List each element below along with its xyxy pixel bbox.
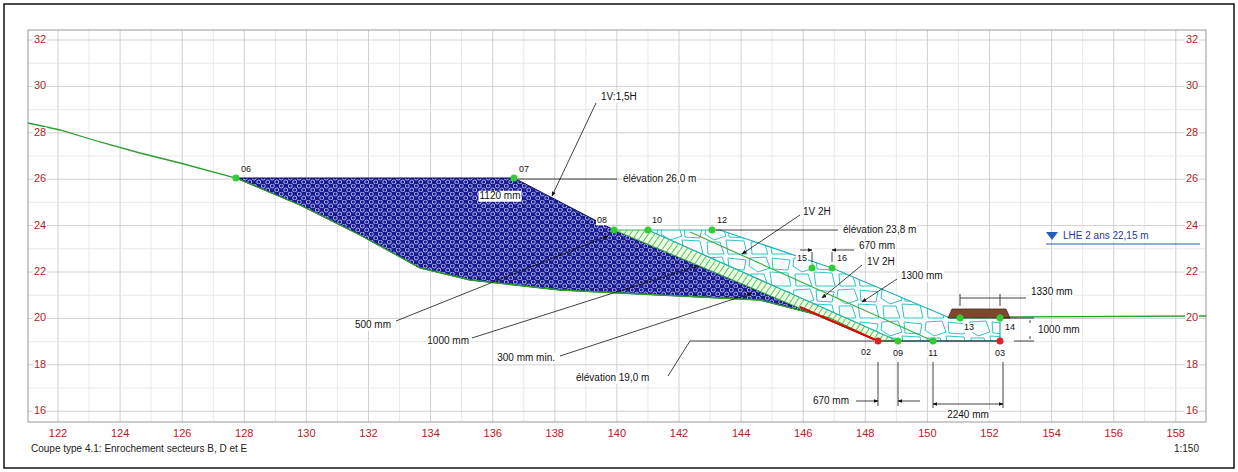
axis-value: 24 [1185,220,1199,232]
axis-value: 142 [669,428,689,440]
axis-value: 16 [33,405,47,417]
plot-frame [28,30,1206,422]
annotation-lines [396,103,1034,408]
elevation-note: élévation 26,0 m [622,174,697,185]
axis-value: 144 [731,428,751,440]
axis-value: 24 [33,220,47,232]
axis-value: 32 [1185,34,1199,46]
stone-layer [648,230,1000,341]
sheet-border [4,4,1234,468]
axis-value: 20 [33,313,47,325]
point-number: 14 [1004,323,1016,332]
point-number: 06 [240,165,252,174]
axis-value: 154 [1041,428,1061,440]
ground-line [1010,316,1206,317]
axis-value: 22 [1185,266,1199,278]
survey-points [233,175,1004,345]
axis-value: 128 [234,428,254,440]
axis-value: 26 [1185,173,1199,185]
axis-value: 126 [172,428,192,440]
axis-value: 132 [358,428,378,440]
axis-value: 152 [979,428,999,440]
water-level-line [1046,244,1200,245]
slope-note: 1V 2H [802,207,832,218]
axis-value: 20 [1185,313,1199,325]
axis-value: 124 [110,428,130,440]
drawing-caption: Coupe type 4.1: Enrochement secteurs B, … [30,444,248,455]
slope-note: 1V 2H [866,257,896,268]
axis-value: 134 [420,428,440,440]
dimension: 2240 mm [946,410,990,421]
dimension: 670 mm [858,241,896,252]
axis-value: 18 [1185,359,1199,371]
slope-note: 1V:1,5H [600,92,638,103]
elevation-note: élévation 23,8 m [842,225,917,236]
dimension: 1330 mm [1030,287,1074,298]
point-number: 12 [716,216,728,225]
dimension: 300 mm min. [496,353,556,364]
dimension: 1000 mm [426,336,470,347]
dimension: 1300 mm [900,271,944,282]
point-number: 16 [836,254,848,263]
point-number: 03 [994,349,1006,358]
water-level-note: LHE 2 ans 22,15 m [1062,231,1150,242]
axis-value: 30 [33,81,47,93]
grid [28,30,1206,422]
point-number: 13 [963,323,975,332]
geotextile-line [800,307,878,341]
axis-value: 148 [855,428,875,440]
axis-value: 140 [607,428,627,440]
axis-value: 28 [1185,127,1199,139]
point-number: 07 [518,165,530,174]
axis-value: 130 [296,428,316,440]
axis-value: 28 [33,127,47,139]
dimension: 1000 mm [1037,325,1081,336]
axis-value: 18 [33,359,47,371]
point-number: 08 [596,216,608,225]
axis-value: 138 [545,428,565,440]
axis-value: 30 [1185,81,1199,93]
scale-note: 1:150 [1173,444,1200,455]
axis-value: 158 [1166,428,1186,440]
point-number: 09 [892,349,904,358]
point-number: 15 [796,254,808,263]
point-number: 11 [927,349,938,358]
axis-value: 32 [33,34,47,46]
axis-value: 156 [1104,428,1124,440]
slope-line [690,232,933,341]
axis-value: 26 [33,173,47,185]
axis-value: 122 [48,428,68,440]
dimension: 670 mm [812,396,850,407]
elevation-note: élévation 19,0 m [575,373,650,384]
axis-value: 16 [1185,405,1199,417]
dimension: 500 mm [354,320,392,331]
point-number: 02 [860,348,872,357]
axis-value: 150 [917,428,937,440]
water-level-symbol [1046,232,1058,240]
dimension: 1120 mm [479,191,522,202]
axis-value: 136 [483,428,503,440]
axis-value: 146 [793,428,813,440]
axis-value: 22 [33,266,47,278]
ground-line [28,123,878,341]
point-number: 10 [651,216,663,225]
